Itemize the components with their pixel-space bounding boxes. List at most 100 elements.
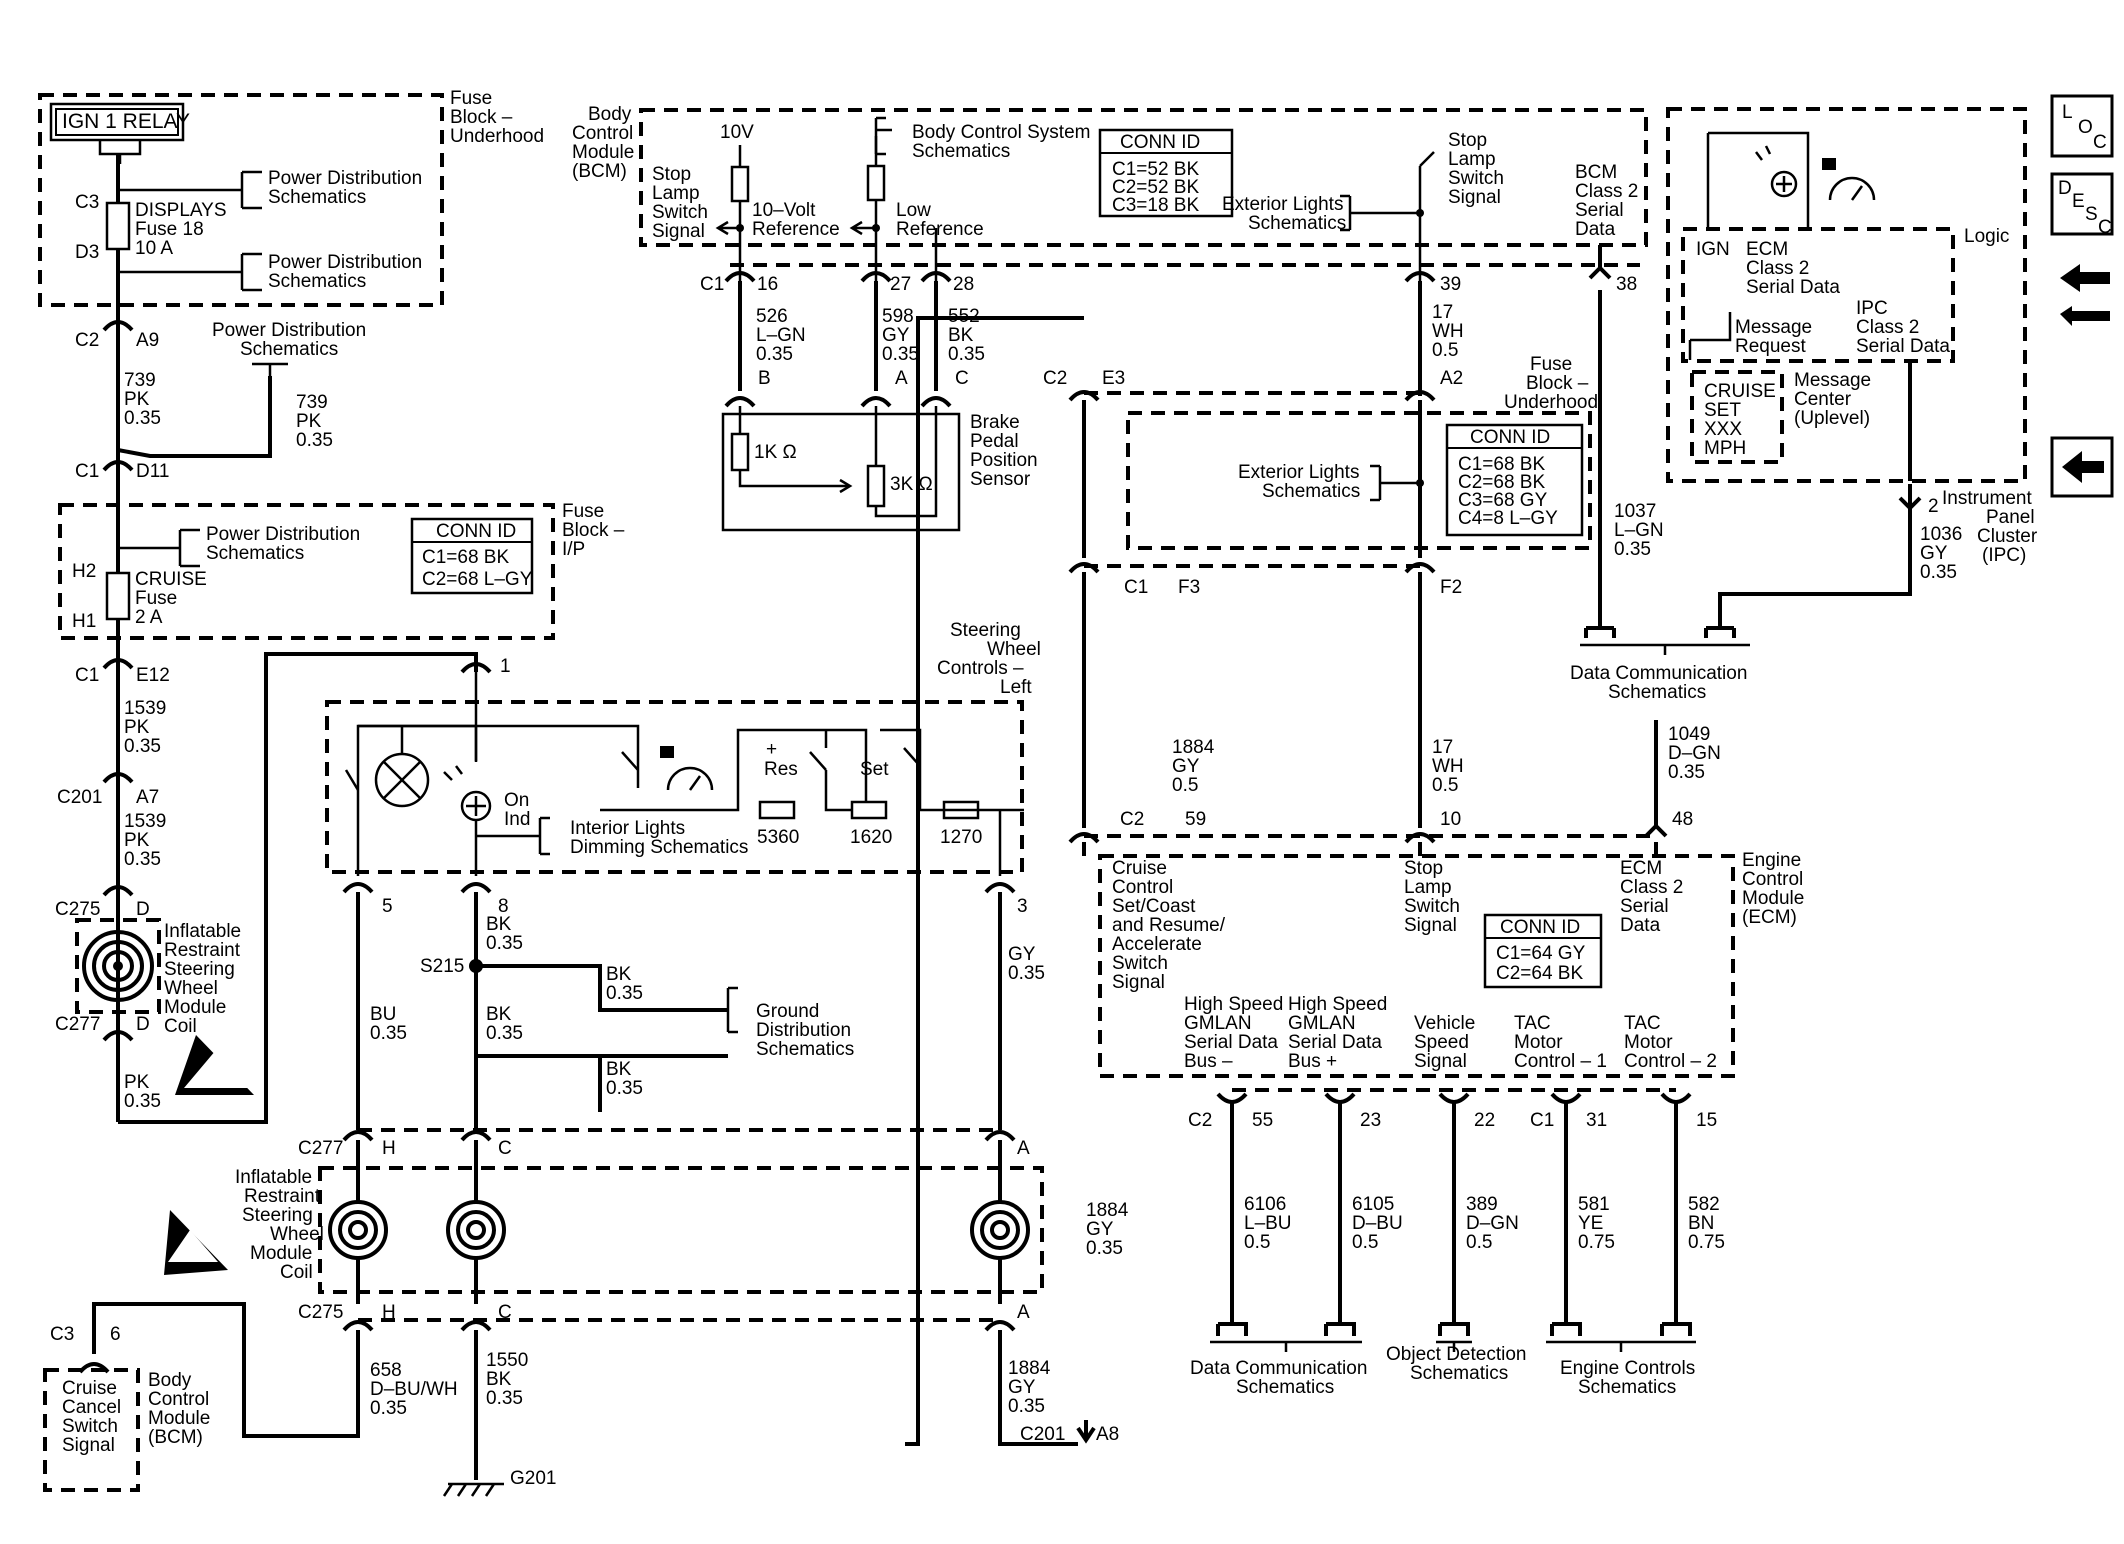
svg-text:1539: 1539 xyxy=(124,811,166,832)
svg-text:A: A xyxy=(1017,1138,1030,1159)
svg-text:MPH: MPH xyxy=(1704,438,1746,459)
svg-text:Class 2: Class 2 xyxy=(1620,877,1683,898)
svg-text:Schematics: Schematics xyxy=(206,543,304,564)
svg-text:526: 526 xyxy=(756,306,788,327)
svg-text:1550: 1550 xyxy=(486,1350,528,1371)
svg-text:15: 15 xyxy=(1696,1110,1717,1131)
svg-text:GY: GY xyxy=(882,325,910,346)
svg-text:+: + xyxy=(766,739,777,760)
svg-text:Signal: Signal xyxy=(62,1435,115,1456)
svg-text:Engine: Engine xyxy=(1742,850,1801,871)
svg-text:0.75: 0.75 xyxy=(1578,1232,1615,1253)
svg-text:Switch: Switch xyxy=(1112,953,1168,974)
svg-text:3K Ω: 3K Ω xyxy=(890,474,933,495)
svg-text:A8: A8 xyxy=(1096,1424,1119,1445)
svg-text:Stop: Stop xyxy=(1448,130,1487,151)
svg-text:D: D xyxy=(136,899,150,920)
svg-text:Cluster: Cluster xyxy=(1977,526,2038,547)
svg-text:BK: BK xyxy=(486,1004,512,1025)
svg-text:1: 1 xyxy=(500,656,511,677)
svg-text:Schematics: Schematics xyxy=(1236,1377,1334,1398)
svg-text:Switch: Switch xyxy=(652,202,708,223)
svg-text:GMLAN: GMLAN xyxy=(1288,1013,1356,1034)
svg-text:A: A xyxy=(895,368,908,389)
svg-text:0.35: 0.35 xyxy=(486,933,523,954)
svg-text:0.35: 0.35 xyxy=(124,1091,161,1112)
svg-text:PK: PK xyxy=(124,389,150,410)
svg-text:8: 8 xyxy=(498,896,509,917)
svg-text:0.35: 0.35 xyxy=(296,430,333,451)
svg-text:Signal: Signal xyxy=(1448,187,1501,208)
svg-text:Dimming Schematics: Dimming Schematics xyxy=(570,837,748,858)
svg-text:Ground: Ground xyxy=(756,1001,819,1022)
svg-text:Coil: Coil xyxy=(280,1262,313,1283)
svg-text:C201: C201 xyxy=(1020,1424,1065,1445)
svg-text:Serial Data: Serial Data xyxy=(1746,277,1840,298)
svg-text:BK: BK xyxy=(486,1369,512,1390)
svg-text:0.35: 0.35 xyxy=(1614,539,1651,560)
svg-text:0.5: 0.5 xyxy=(1352,1232,1378,1253)
svg-text:Request: Request xyxy=(1735,336,1806,357)
svg-text:Wheel: Wheel xyxy=(270,1224,324,1245)
svg-text:Block –: Block – xyxy=(562,520,625,541)
svg-text:Set/Coast: Set/Coast xyxy=(1112,896,1196,917)
svg-text:Body: Body xyxy=(588,104,632,125)
svg-text:Schematics: Schematics xyxy=(240,339,338,360)
svg-text:598: 598 xyxy=(882,306,914,327)
svg-text:0.35: 0.35 xyxy=(486,1023,523,1044)
svg-text:Wheel: Wheel xyxy=(164,978,218,999)
svg-text:C3: C3 xyxy=(75,192,99,213)
svg-text:Class 2: Class 2 xyxy=(1575,181,1638,202)
svg-text:High Speed: High Speed xyxy=(1184,994,1283,1015)
svg-text:TAC: TAC xyxy=(1624,1013,1661,1034)
svg-text:C2: C2 xyxy=(1120,809,1144,830)
svg-text:581: 581 xyxy=(1578,1194,1610,1215)
svg-text:CONN ID: CONN ID xyxy=(1470,427,1550,448)
svg-text:0.35: 0.35 xyxy=(370,1398,407,1419)
desc-button[interactable]: D E S C xyxy=(2050,172,2114,238)
svg-text:2 A: 2 A xyxy=(135,607,163,628)
back-button[interactable] xyxy=(2050,436,2114,498)
svg-text:Schematics: Schematics xyxy=(756,1039,854,1060)
svg-text:Module: Module xyxy=(164,997,226,1018)
svg-text:Interior Lights: Interior Lights xyxy=(570,818,685,839)
svg-text:H: H xyxy=(382,1138,396,1159)
svg-text:C1: C1 xyxy=(75,461,99,482)
svg-text:6: 6 xyxy=(110,1324,121,1345)
svg-text:Serial Data: Serial Data xyxy=(1184,1032,1278,1053)
svg-text:Underhood: Underhood xyxy=(1504,392,1598,413)
svg-text:Speed: Speed xyxy=(1414,1032,1469,1053)
coil-spiral-icon xyxy=(82,930,154,1002)
svg-text:10–Volt: 10–Volt xyxy=(752,200,816,221)
svg-text:Control: Control xyxy=(572,123,633,144)
connector-view-button[interactable] xyxy=(2060,264,2110,326)
svg-text:F3: F3 xyxy=(1178,577,1200,598)
svg-text:10: 10 xyxy=(1440,809,1461,830)
svg-text:E: E xyxy=(2072,191,2085,212)
svg-text:Accelerate: Accelerate xyxy=(1112,934,1202,955)
svg-text:D–GN: D–GN xyxy=(1466,1213,1519,1234)
svg-text:Low: Low xyxy=(896,200,931,221)
svg-text:H: H xyxy=(382,1302,396,1323)
svg-text:Message: Message xyxy=(1794,370,1871,391)
svg-text:GY: GY xyxy=(1920,543,1948,564)
svg-text:Switch: Switch xyxy=(62,1416,118,1437)
svg-text:C1=64 GY: C1=64 GY xyxy=(1496,943,1586,964)
svg-text:C4=8 L–GY: C4=8 L–GY xyxy=(1458,508,1558,529)
svg-text:D3: D3 xyxy=(75,242,99,263)
svg-text:0.35: 0.35 xyxy=(948,344,985,365)
svg-text:Wheel: Wheel xyxy=(987,639,1041,660)
svg-text:BK: BK xyxy=(606,1059,632,1080)
svg-text:C3=68 GY: C3=68 GY xyxy=(1458,490,1548,511)
cruise-gauge-icon xyxy=(660,746,714,791)
steering-coil-lower: C277 H C A Inflatable Restraint Steering… xyxy=(164,1128,1129,1332)
svg-text:D: D xyxy=(2058,178,2072,199)
svg-text:Module: Module xyxy=(148,1408,210,1429)
svg-text:Switch: Switch xyxy=(1404,896,1460,917)
svg-text:E3: E3 xyxy=(1102,368,1125,389)
c2-connector: C2 A9 739 PK 0.35 Power Distribution Sch… xyxy=(75,320,366,482)
svg-text:Control: Control xyxy=(1742,869,1803,890)
svg-text:Schematics: Schematics xyxy=(1578,1377,1676,1398)
svg-text:1K Ω: 1K Ω xyxy=(754,442,797,463)
loc-button[interactable]: L O C xyxy=(2050,94,2114,158)
